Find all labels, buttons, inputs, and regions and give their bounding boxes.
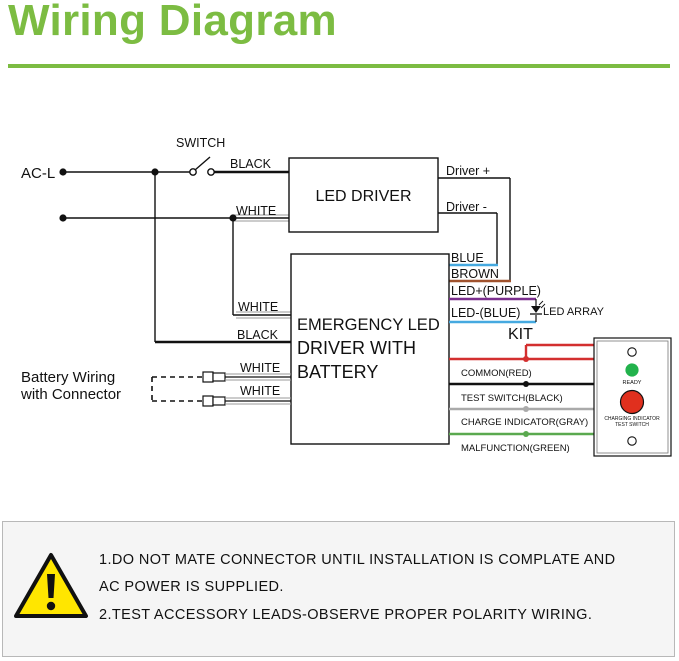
led-driver-label: LED DRIVER — [315, 188, 411, 205]
switch-label: SWITCH — [176, 136, 225, 150]
common-wire-label: COMMON(RED) — [461, 368, 532, 379]
emergency-driver-line3: BATTERY — [297, 362, 378, 382]
connector-plug — [202, 371, 214, 383]
driver-minus-label: Driver - — [446, 200, 487, 214]
wire-black-label: BLACK — [237, 328, 279, 342]
blue-wire-label: BLUE — [451, 251, 484, 265]
test-switch-plate: READY CHARGING INDICATOR TEST SWITCH — [593, 337, 672, 457]
charge-indicator-wire-label: CHARGE INDICATOR(GRAY) — [461, 417, 588, 428]
battery-connector — [151, 371, 291, 407]
malfunction-wire-label: MALFUNCTION(GREEN) — [461, 443, 570, 454]
wire-white-label: WHITE — [236, 204, 276, 218]
wiring-diagram: SWITCH AC-L BLACK WHITE LED DRIVER Drive… — [20, 136, 672, 457]
ac-l-label: AC-L — [21, 165, 55, 182]
emergency-driver-line2: DRIVER WITH — [297, 338, 416, 358]
kit-label: KIT — [508, 326, 533, 343]
test-button — [619, 389, 645, 415]
battery-white-label: WHITE — [240, 361, 280, 375]
test-switch-wire-label: TEST SWITCH(BLACK) — [461, 393, 563, 404]
switch-contact-right — [207, 168, 215, 176]
wire-white-label: WHITE — [238, 300, 278, 314]
emergency-driver-line1: EMERGENCY LED — [297, 316, 440, 334]
battery-white-label: WHITE — [240, 384, 280, 398]
title-divider — [8, 64, 670, 68]
warning-notes-panel: 1.DO NOT MATE CONNECTOR UNTIL INSTALLATI… — [2, 521, 675, 657]
led-plus-label: LED+(PURPLE) — [451, 284, 541, 298]
note-line-3: 2.TEST ACCESSORY LEADS-OBSERVE PROPER PO… — [99, 607, 593, 623]
page-title: Wiring Diagram — [8, 0, 337, 45]
connector-plug — [212, 372, 226, 382]
led-array-label: LED ARRAY — [543, 306, 605, 318]
connector-plug — [212, 396, 226, 406]
driver-output-wiring — [438, 177, 511, 283]
ready-label: READY — [623, 380, 642, 386]
led-driver-box — [288, 157, 439, 233]
plate-screw — [627, 347, 637, 357]
test-switch-sublabel: TEST SWITCH — [615, 422, 649, 428]
switch-contact-left — [189, 168, 197, 176]
led-minus-label: LED-(BLUE) — [451, 306, 520, 320]
connector-plug — [202, 395, 214, 407]
warning-triangle-icon — [14, 553, 88, 618]
note-line-1: 1.DO NOT MATE CONNECTOR UNTIL INSTALLATI… — [99, 552, 616, 568]
brown-wire-label: BROWN — [451, 267, 499, 281]
wire-black-label: BLACK — [230, 157, 272, 171]
note-line-2: AC POWER IS SUPPLIED. — [99, 579, 284, 595]
ac-input-wiring — [59, 156, 291, 344]
led-output-wiring — [449, 297, 537, 324]
plate-screw — [627, 436, 637, 446]
driver-plus-label: Driver + — [446, 164, 490, 178]
diode-icon — [530, 300, 546, 315]
emergency-driver-box — [290, 253, 450, 445]
battery-wiring-label-line1: Battery Wiring — [21, 369, 115, 386]
charging-indicator-label: CHARGING INDICATOR — [604, 416, 660, 422]
battery-wiring-label-line2: with Connector — [20, 386, 121, 403]
test-switch-wiring — [449, 343, 594, 437]
ready-indicator-light — [625, 363, 639, 377]
